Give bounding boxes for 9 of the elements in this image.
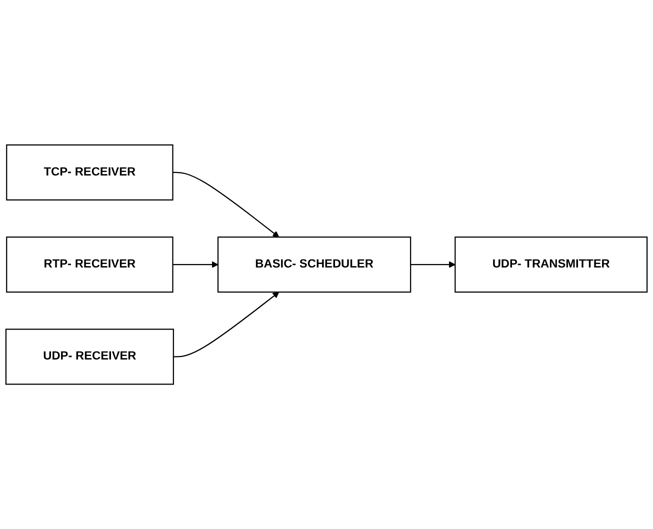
arrow: [172, 172, 280, 238]
arrow: [410, 261, 456, 268]
arrow: [173, 292, 280, 358]
arrow: [172, 261, 218, 268]
node-box: BASIC- SCHEDULER: [217, 236, 412, 293]
node-box: UDP- TRANSMITTER: [454, 236, 648, 293]
node-box: TCP- RECEIVER: [6, 144, 174, 200]
node-box: RTP- RECEIVER: [6, 236, 174, 293]
node-box: UDP- RECEIVER: [5, 328, 174, 385]
